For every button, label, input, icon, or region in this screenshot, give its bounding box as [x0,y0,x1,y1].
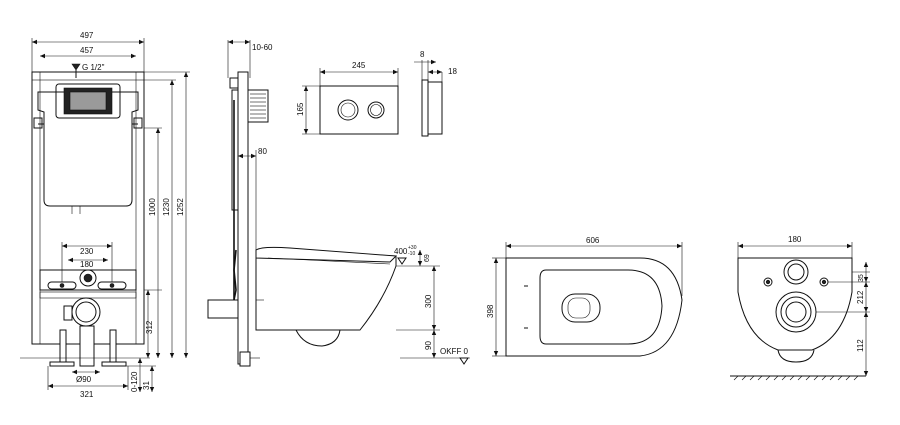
frame-front-view: 497 457 G 1/2" 1000 1230 1252 230 180 31… [20,31,190,399]
dim-dia90: Ø90 [76,375,92,384]
dim-1230: 1230 [162,198,171,216]
dim-80: 80 [258,147,267,156]
dim-1252: 1252 [176,198,185,216]
dim-212: 212 [856,290,865,304]
dim-1000: 1000 [148,198,157,216]
bowl-back-view: 180 35 212 112 [730,235,870,381]
dim-10-60: 10-60 [252,43,273,52]
bowl-top-view: 606 398 [486,236,683,357]
dim-35: 35 [858,274,865,282]
flush-plate-view: 245 165 8 18 [296,50,457,137]
okff-label: OKFF 0 [440,347,469,356]
dim-300: 300 [424,294,433,308]
dim-tol-plus: +30 [408,245,417,251]
flush-coil [247,89,269,123]
dim-321: 321 [80,390,94,399]
dim-8: 8 [420,50,425,59]
dim-31: 31 [142,381,151,390]
dim-69: 69 [424,254,431,262]
dim-90: 90 [424,341,433,350]
dim-18: 18 [448,67,457,76]
dim-165: 165 [296,102,305,116]
dim-312: 312 [145,320,154,334]
dim-457: 457 [80,46,94,55]
dim-497: 497 [80,31,94,40]
dim-230: 230 [80,247,94,256]
dim-112: 112 [856,339,865,352]
side-view: 10-60 80 400 +30 -10 69 300 90 OKFF 0 [207,39,470,367]
dim-inlet: G 1/2" [82,63,105,72]
dim-0-120: 0-120 [130,371,139,392]
dim-398: 398 [486,304,495,318]
dim-180-back: 180 [788,235,802,244]
dim-245: 245 [352,61,366,70]
dim-400: 400 [394,247,408,256]
dim-606: 606 [586,236,600,245]
dim-tol-minus: -10 [408,251,415,257]
dim-180: 180 [80,260,94,269]
